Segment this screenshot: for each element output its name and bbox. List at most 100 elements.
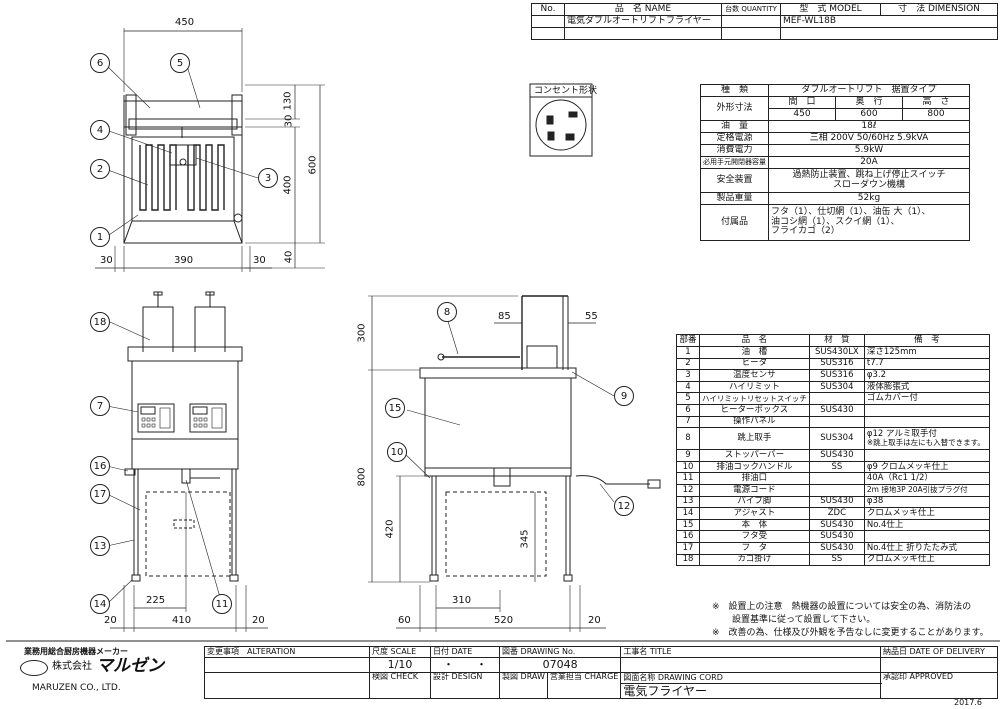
title-block: No. 品 名 NAME 台数 QUANTITY 型 式 MODEL 寸 法 D… [531, 3, 998, 40]
callout-3: 3 [258, 168, 278, 188]
dim-s300: 300 [356, 323, 368, 343]
part-no: 13 [676, 495, 700, 509]
spec-safety-1: 過熱防止装置、跳ね上げ停止スイッチ [792, 170, 946, 181]
delivery-label: 納品日 DATE OF DELIVERY [880, 646, 998, 658]
parts-header-material: 材 質 [808, 334, 865, 347]
part-name: 本 体 [699, 518, 810, 532]
spec-breaker-value: 20A [768, 156, 970, 169]
part-material: SUS316 [808, 357, 865, 371]
spec-acc-label: 付属品 [700, 204, 769, 241]
part-name: ヒーターボックス [699, 403, 810, 417]
no-header: No. [531, 3, 565, 16]
callout-1: 1 [90, 227, 110, 247]
part-name: フタ受 [699, 530, 810, 543]
part-name: 排油コックハンドル [699, 460, 810, 474]
model-header: 型 式 MODEL [780, 3, 881, 16]
dim-header: 寸 法 DIMENSION [880, 3, 998, 16]
part-no: 6 [676, 403, 700, 417]
alteration-label: 変更事項 ALTERATION [204, 646, 370, 658]
spec-size-label: 外形寸法 [700, 96, 769, 121]
company-name: 株式会社 [52, 661, 92, 672]
part-name: カゴ掛け [699, 553, 810, 567]
spec-oil-value: 18ℓ [768, 120, 970, 133]
date-label: 日付 DATE [430, 646, 500, 658]
part-material [808, 392, 865, 405]
draw-label: 製図 DRAW [499, 672, 548, 699]
part-name: ストッパーバー [699, 449, 810, 462]
callout-5: 5 [170, 53, 190, 73]
part-remarks [863, 449, 991, 462]
spec-weight-label: 製品重量 [700, 192, 769, 205]
callout-16: 16 [90, 456, 110, 476]
part-remarks: ゴムカバー付 [863, 392, 991, 405]
dim-30: 30 [283, 114, 295, 128]
dim-s800: 800 [356, 467, 368, 487]
part-remarks [863, 403, 991, 417]
dim-400: 400 [282, 175, 294, 195]
callout-12: 12 [614, 496, 634, 516]
spec-consumption-label: 消費電力 [700, 144, 769, 157]
note-1: ※ 設置上の注意 熱機器の設置については安全の為、消防法の [712, 602, 972, 612]
part-no: 14 [676, 507, 700, 520]
size-head-width: 間 口 [768, 96, 836, 109]
dim-40: 40 [283, 250, 295, 264]
part-no: 15 [676, 518, 700, 532]
part-no: 1 [676, 346, 700, 359]
part-material: SS [808, 460, 865, 474]
part-no: 9 [676, 449, 700, 462]
size-width: 450 [768, 108, 836, 121]
part-remarks: φ9 クロムメッキ仕上 [863, 460, 991, 474]
size-height: 800 [901, 108, 971, 121]
dim-f410: 410 [172, 615, 192, 626]
part-material: SUS430 [808, 495, 865, 509]
part-material: SUS430 [808, 518, 865, 532]
parts-header-remarks: 備 考 [863, 334, 991, 347]
company-block: 業務用総合厨房機器メーカー 株式会社 マルゼン MARUZEN CO., LTD… [10, 646, 200, 696]
parts-header-name: 品 名 [699, 334, 810, 347]
note-3: ※ 改善の為、仕様及び外観を予告なしに変更することがあります。 [712, 628, 989, 638]
part-material: SUS430 [808, 403, 865, 417]
spec-breaker-label: 必用手元開閉器容量 [700, 156, 769, 169]
part-remarks: 2m 接地3P 20A引抜プラグ付 [863, 483, 991, 497]
check-label: 検図 CHECK [369, 672, 431, 699]
part-no: 2 [676, 357, 700, 371]
spec-safety-label: 安全装置 [700, 168, 769, 193]
product-name: 電気ダブルオートリフトフライヤー [564, 15, 722, 28]
part-material: SUS430 [808, 530, 865, 543]
part-name: 跳上取手 [699, 427, 810, 451]
callout-9: 9 [614, 386, 634, 406]
part-remarks: クロムメッキ仕上 [863, 553, 991, 567]
dim-top-width: 450 [175, 17, 195, 28]
part-name: パイプ脚 [699, 495, 810, 509]
callout-6: 6 [90, 53, 110, 73]
part-remarks [863, 415, 991, 429]
dim-f20a: 20 [104, 615, 117, 626]
part-material: SUS316 [808, 369, 865, 382]
scale-value: 1/10 [369, 657, 431, 673]
spec-type-label: 種 類 [700, 84, 769, 97]
dim-600: 600 [307, 155, 319, 175]
callout-11: 11 [212, 594, 232, 614]
size-depth: 600 [834, 108, 903, 121]
dim-w30a: 30 [100, 255, 113, 266]
dim-s345: 345 [519, 529, 531, 549]
note-2: 設置基準に従って設置して下さい。 [732, 615, 876, 625]
cord-value: 電気フライヤー [620, 683, 881, 699]
part-remarks: No.4仕上 折りたたみ式 [863, 541, 991, 555]
part-material: SS [808, 553, 865, 567]
top-view [95, 28, 325, 272]
company-en: MARUZEN CO., LTD. [32, 683, 121, 693]
spec-power-label: 定格電源 [700, 132, 769, 145]
part-no: 8 [676, 427, 700, 451]
part-material: ZDC [808, 507, 865, 520]
